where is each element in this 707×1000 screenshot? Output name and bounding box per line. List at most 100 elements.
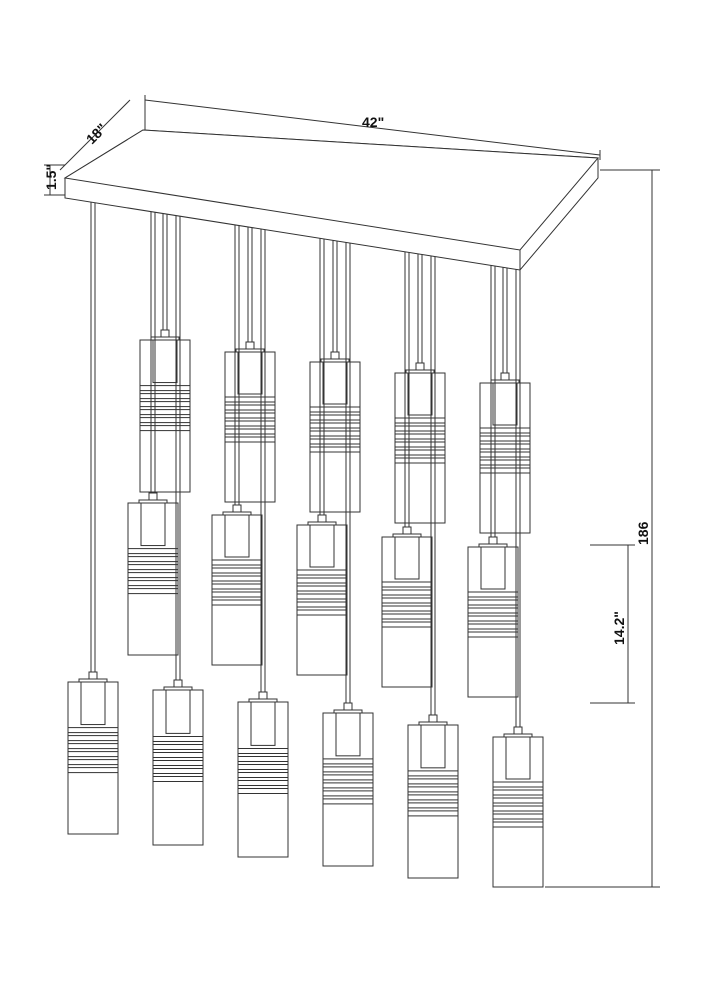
shade-ring xyxy=(467,591,519,598)
shade-ring xyxy=(296,585,348,592)
shade-ring xyxy=(224,396,276,403)
shade-ring xyxy=(211,591,263,598)
shade-ring xyxy=(237,756,289,762)
shade-ring xyxy=(237,764,289,770)
shade-ring xyxy=(296,577,348,584)
shade-ring xyxy=(237,780,289,786)
shade-ring xyxy=(467,623,519,630)
shade-ring xyxy=(224,412,276,419)
pendant-light xyxy=(479,175,531,534)
shade-ring xyxy=(407,786,459,793)
shade-ring xyxy=(224,436,276,443)
shade-ring xyxy=(467,599,519,606)
shade-ring xyxy=(152,760,204,766)
glass-shade xyxy=(381,536,433,688)
shade-ring xyxy=(139,393,191,400)
shade-ring xyxy=(296,609,348,616)
glass-shade xyxy=(394,372,446,524)
shade-ring xyxy=(152,744,204,750)
shade-ring xyxy=(309,406,361,413)
pendant-light xyxy=(467,205,519,698)
glass-shade xyxy=(67,681,119,835)
shade-ring xyxy=(67,743,119,750)
pendant-light xyxy=(237,208,289,858)
shade-ring xyxy=(394,433,446,440)
canopy xyxy=(63,129,600,271)
shade-ring xyxy=(492,789,544,796)
shade-ring xyxy=(407,770,459,777)
shade-ring xyxy=(322,790,374,797)
shade-ring xyxy=(467,607,519,614)
shade-ring xyxy=(394,457,446,464)
shade-ring xyxy=(67,751,119,758)
pendant-light xyxy=(407,228,459,879)
shade-ring xyxy=(139,385,191,392)
shade-ring xyxy=(467,631,519,638)
shade-ring xyxy=(381,605,433,612)
pendant-light xyxy=(127,165,179,656)
glass-shade xyxy=(322,712,374,867)
shade-ring xyxy=(394,441,446,448)
shade-ring xyxy=(394,417,446,424)
shade-ring xyxy=(381,621,433,628)
shade-ring xyxy=(296,593,348,600)
shade-ring xyxy=(152,776,204,782)
glass-shade xyxy=(139,339,191,493)
shade-ring xyxy=(309,430,361,437)
shade-ring xyxy=(139,425,191,432)
shade-ring xyxy=(381,597,433,604)
shade-ring xyxy=(492,821,544,828)
shade-ring xyxy=(152,736,204,742)
shade-ring xyxy=(467,615,519,622)
shade-ring xyxy=(322,758,374,765)
length-label: 42" xyxy=(362,114,384,130)
pendant-light xyxy=(139,131,191,493)
shade-ring xyxy=(309,414,361,421)
shade-ring xyxy=(479,459,531,466)
pendant-light xyxy=(296,185,348,676)
shade-ring xyxy=(67,727,119,734)
shade-ring xyxy=(127,580,179,587)
shade-height-label: 14.2" xyxy=(611,611,627,645)
shade-ring xyxy=(127,564,179,571)
glass-shade xyxy=(479,382,531,534)
shade-ring xyxy=(224,428,276,435)
glass-shade xyxy=(309,361,361,513)
glass-shade xyxy=(492,736,544,888)
shade-ring xyxy=(127,548,179,555)
shade-ring xyxy=(322,798,374,805)
shade-ring xyxy=(381,613,433,620)
shade-ring xyxy=(492,781,544,788)
glass-shade xyxy=(407,724,459,879)
shade-ring xyxy=(479,435,531,442)
shade-ring xyxy=(322,766,374,773)
shade-ring xyxy=(139,409,191,416)
shade-ring xyxy=(407,802,459,809)
shade-ring xyxy=(67,735,119,742)
shade-ring xyxy=(492,813,544,820)
dimension-lines xyxy=(44,95,660,888)
shade-ring xyxy=(224,420,276,427)
glass-shade xyxy=(211,514,263,666)
glass-shade xyxy=(467,546,519,698)
shade-ring xyxy=(152,768,204,774)
shade-ring xyxy=(407,794,459,801)
shade-ring xyxy=(322,782,374,789)
shade-ring xyxy=(127,556,179,563)
glass-shade xyxy=(237,701,289,858)
shade-ring xyxy=(479,427,531,434)
shade-ring xyxy=(322,774,374,781)
pendant-light xyxy=(152,198,204,846)
glass-shade xyxy=(127,502,179,656)
shade-ring xyxy=(127,572,179,579)
shade-ring xyxy=(309,446,361,453)
shade-ring xyxy=(211,567,263,574)
shade-ring xyxy=(237,772,289,778)
shade-ring xyxy=(139,401,191,408)
shade-ring xyxy=(407,810,459,817)
shade-ring xyxy=(127,588,179,595)
pendant-light xyxy=(309,151,361,513)
pendant-light xyxy=(394,165,446,524)
